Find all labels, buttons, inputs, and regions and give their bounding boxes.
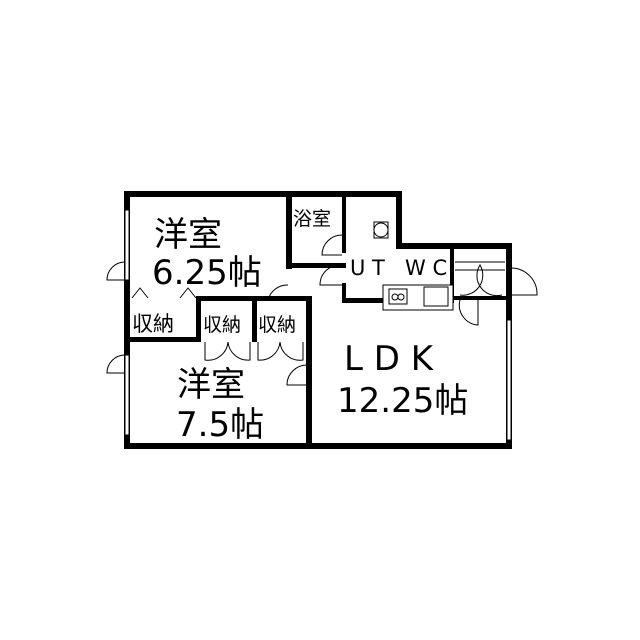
closet1-name: 収納 — [132, 312, 174, 336]
doors-windows — [106, 209, 538, 441]
closet2-name: 収納 — [203, 314, 241, 336]
bath-name: 浴室 — [293, 208, 331, 230]
bedroom1-size: 6.25帖 — [152, 253, 262, 293]
ldk-name: L D K — [344, 339, 435, 379]
bedroom1-name: 洋室 — [154, 215, 222, 255]
kitchen-counter — [382, 284, 454, 311]
bedroom2-name: 洋室 — [177, 365, 245, 405]
ldk-size: 12.25帖 — [337, 381, 468, 421]
bedroom2-size: 7.5帖 — [176, 405, 264, 445]
ut-name: U T — [350, 256, 385, 280]
closet3-name: 収納 — [258, 314, 296, 336]
wc-name: W C — [405, 256, 447, 280]
